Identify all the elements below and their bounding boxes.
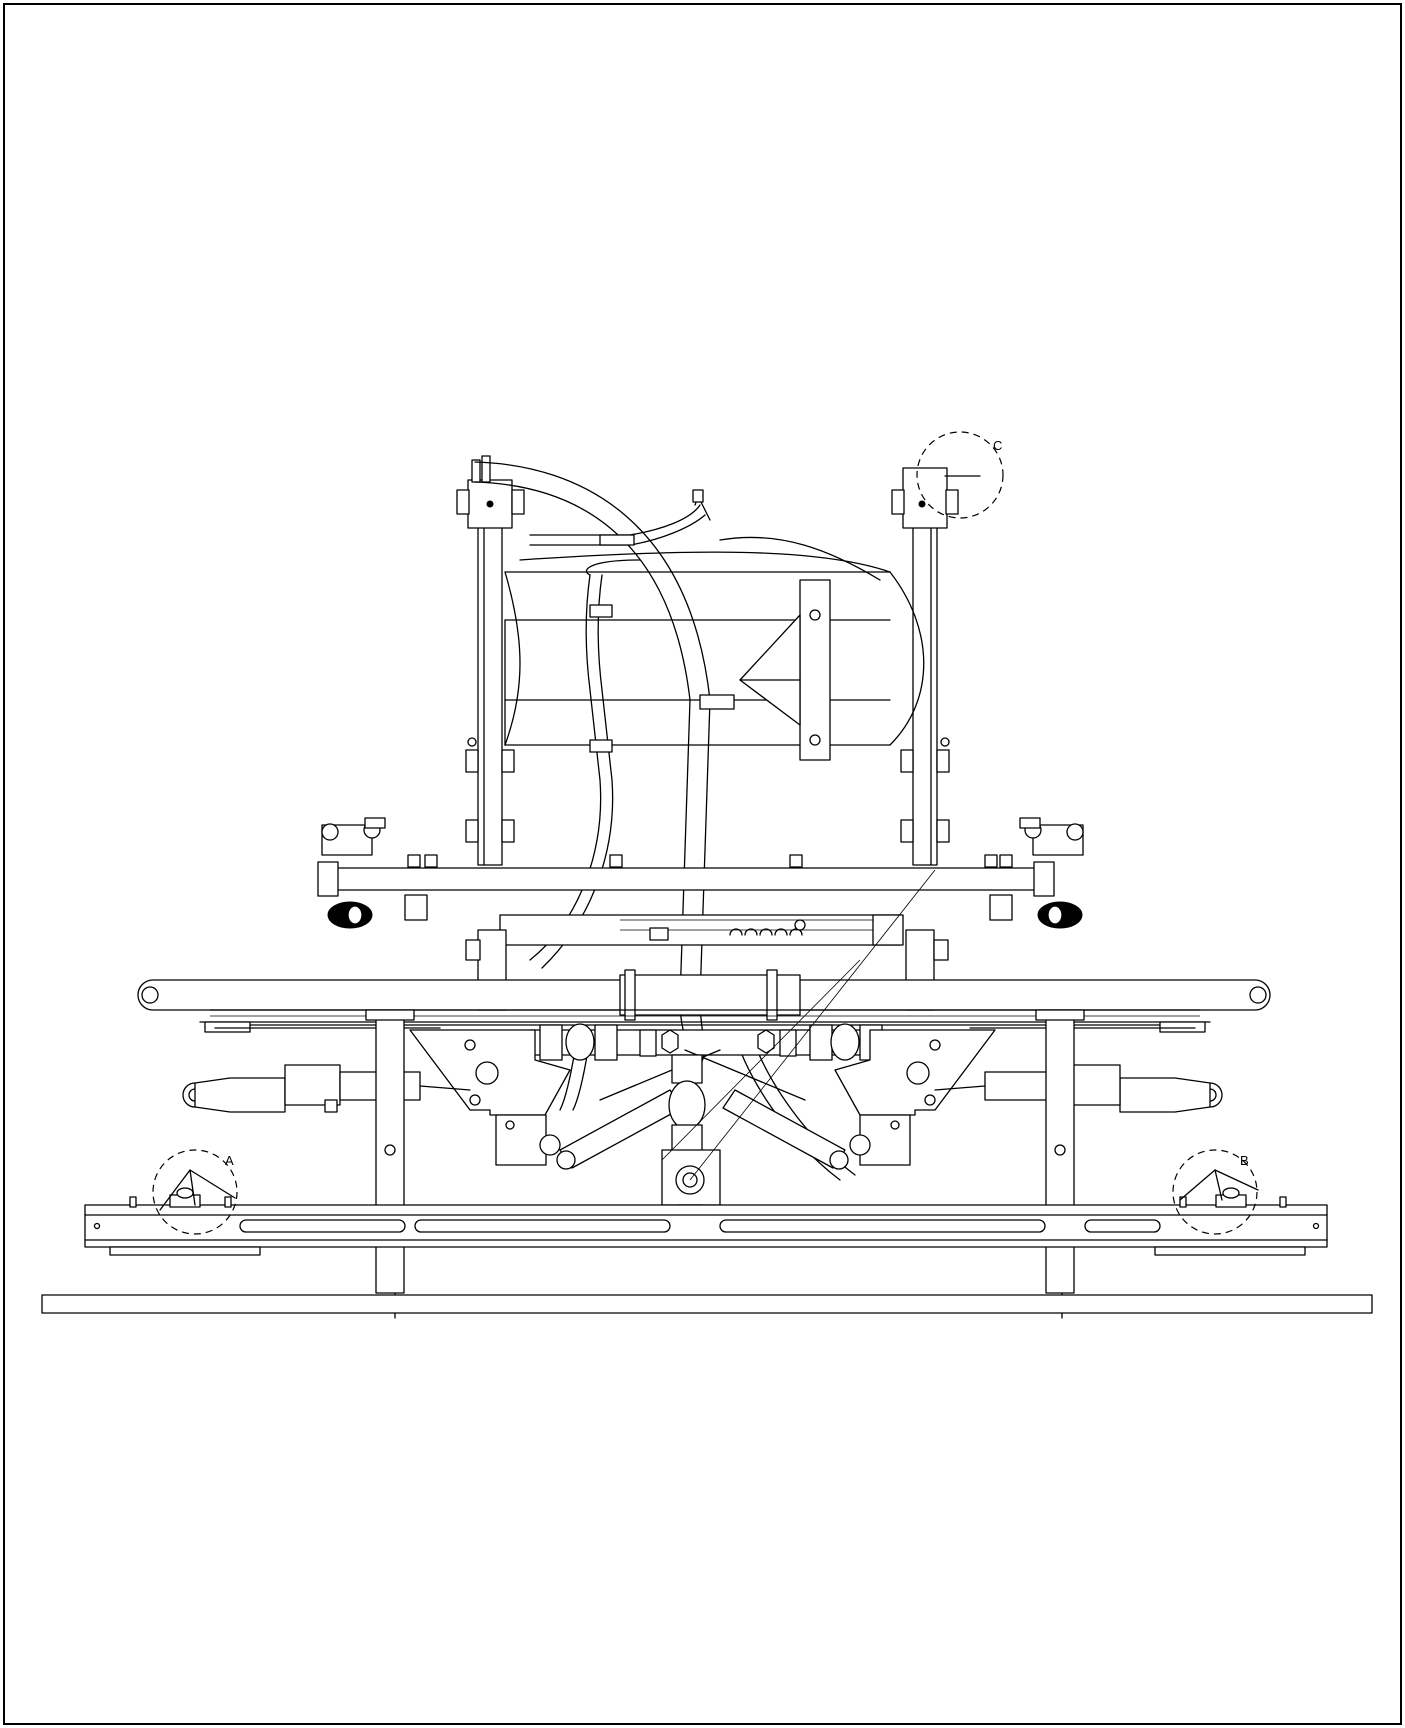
- hydraulic-cylinders: [182, 1049, 1223, 1170]
- bottom-bar: [41, 1294, 1373, 1314]
- valve-manifold: [529, 1023, 883, 1061]
- callout-c-label: C: [993, 438, 1002, 453]
- callout-b-label: B: [1240, 1153, 1249, 1168]
- callout-a[interactable]: A: [152, 1149, 238, 1235]
- sheet-border: [3, 3, 1402, 1725]
- callout-a-label: A: [225, 1153, 234, 1168]
- side-plates: [409, 1029, 996, 1166]
- lower-rail: [84, 1187, 1328, 1256]
- centre-pump: [661, 869, 936, 1246]
- upper-frame: [456, 455, 959, 866]
- main-cross-beam: [317, 817, 1084, 929]
- callout-c[interactable]: C: [916, 431, 1004, 519]
- callout-b[interactable]: B: [1172, 1149, 1259, 1235]
- tube-bar: [137, 969, 1271, 1033]
